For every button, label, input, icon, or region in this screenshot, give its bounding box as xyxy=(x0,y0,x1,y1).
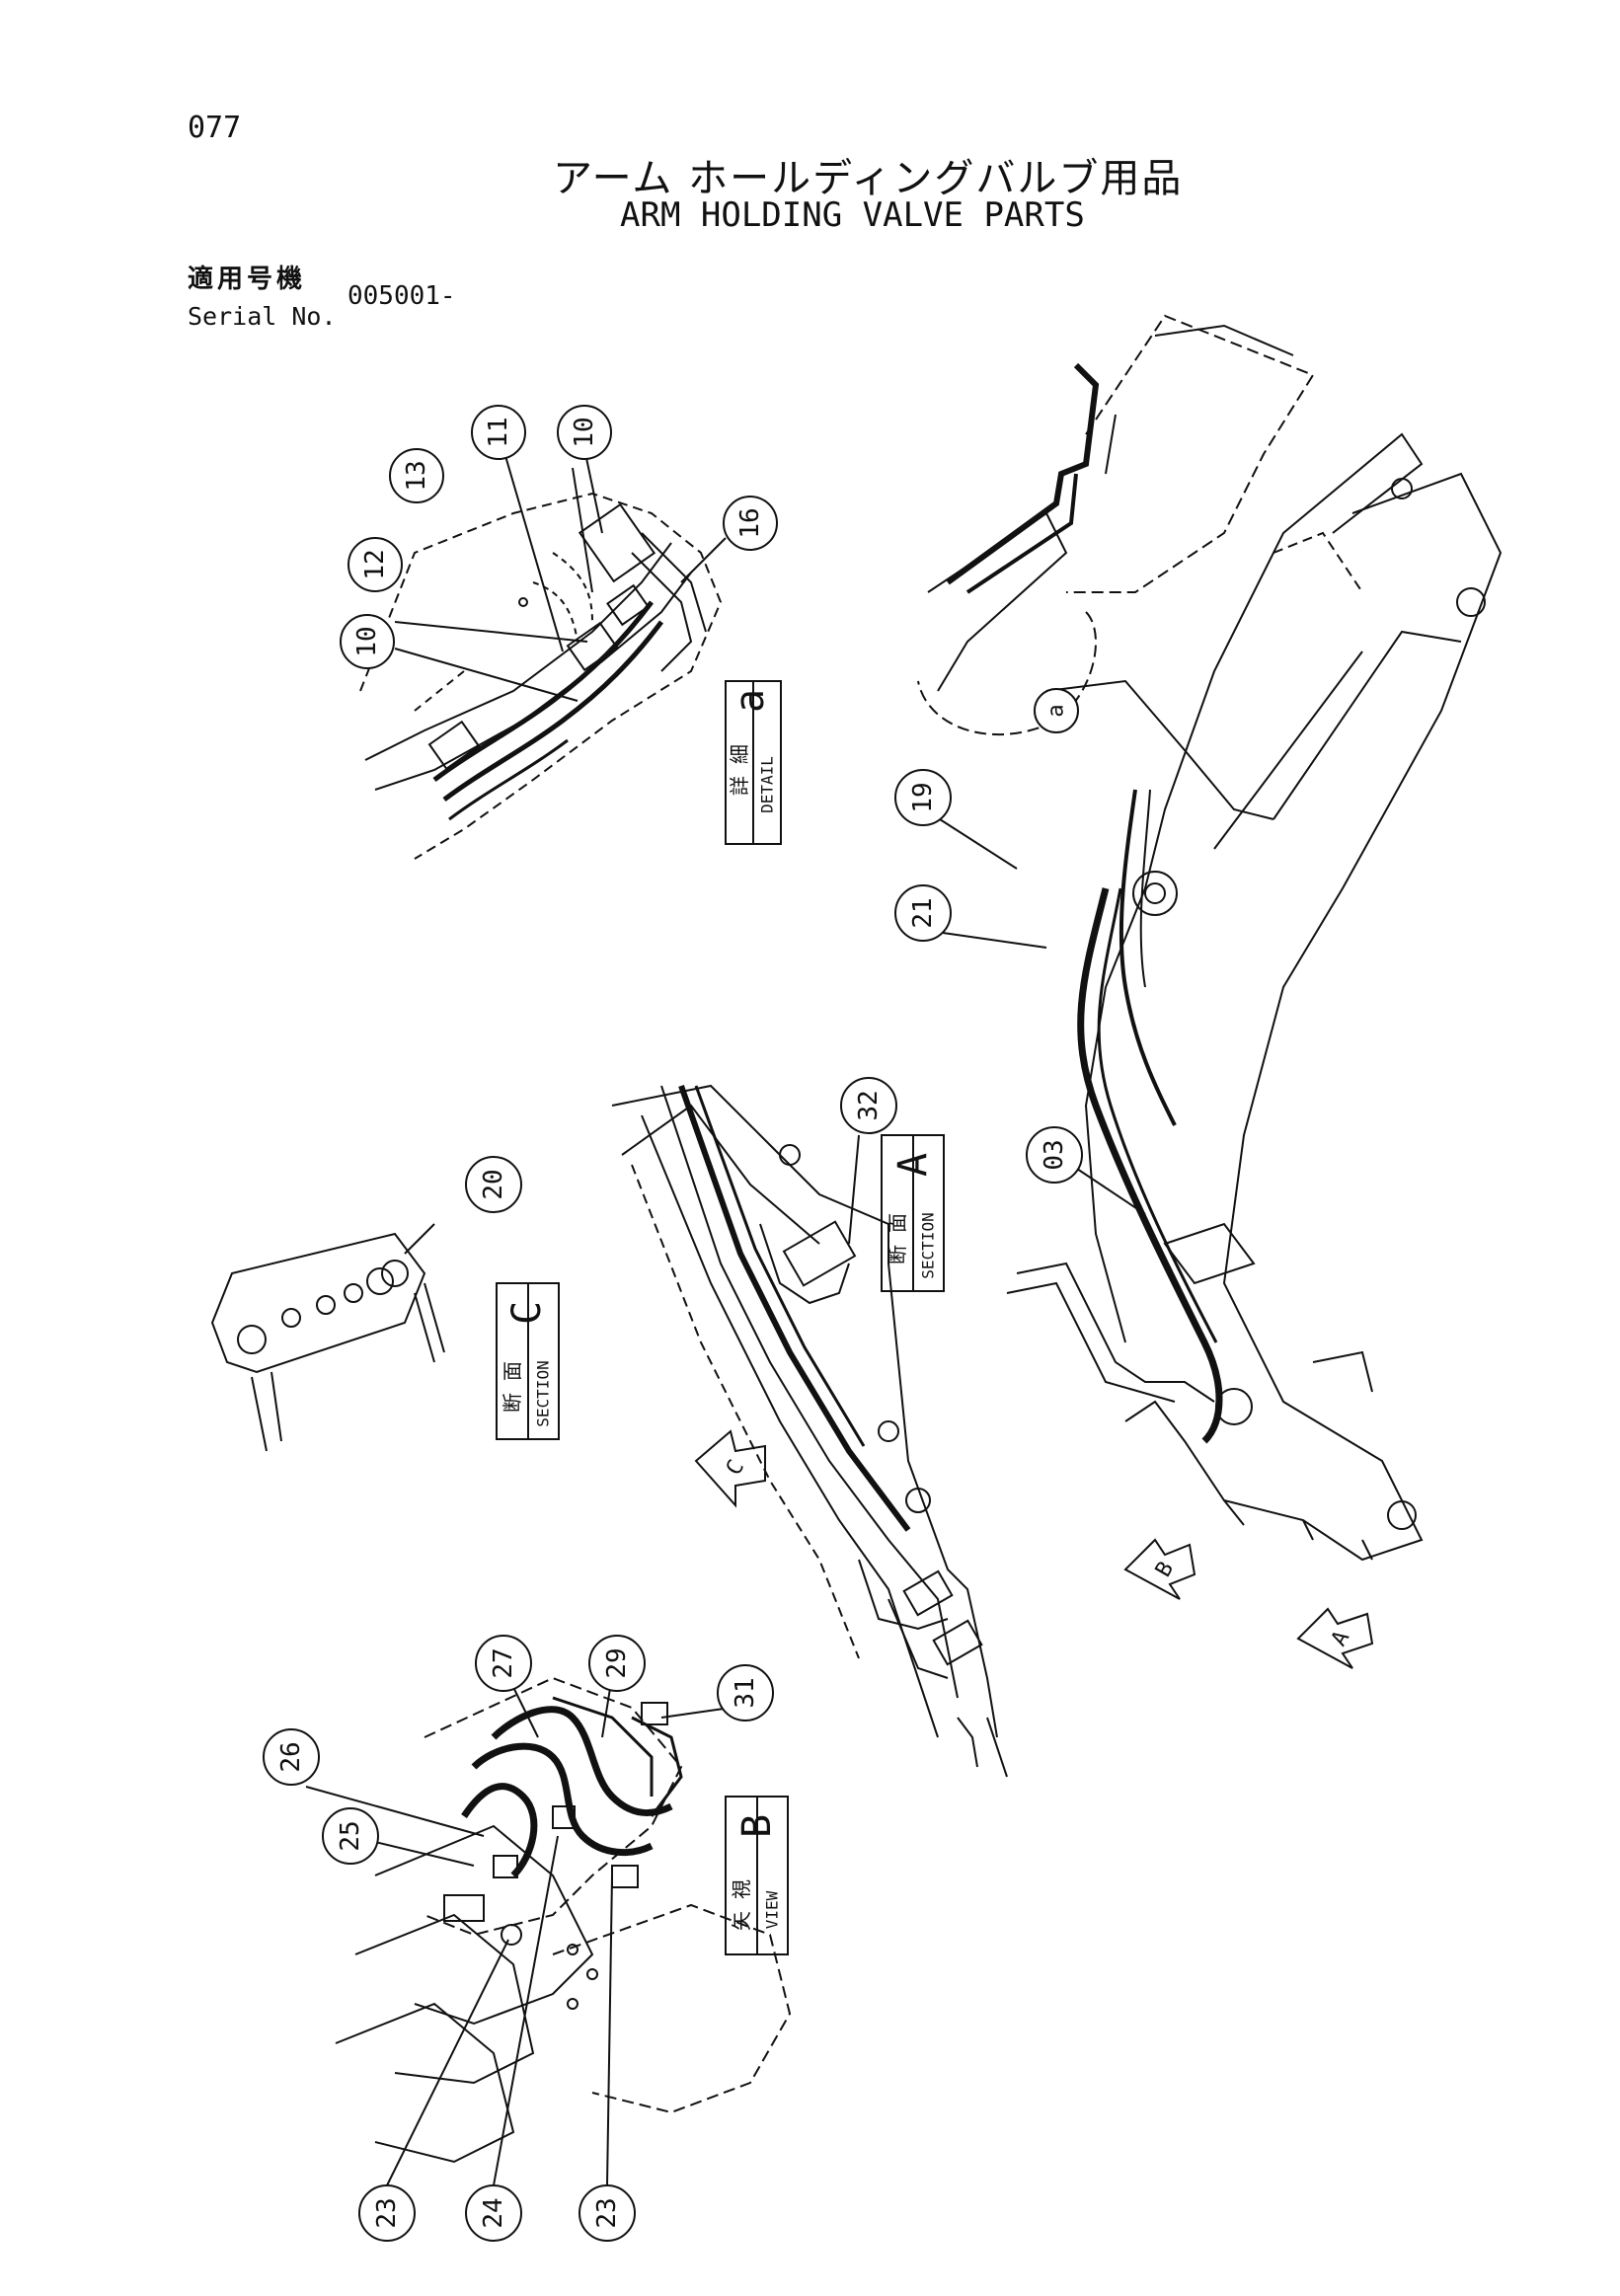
view-label-section-c: 断 面 SECTION C xyxy=(501,1301,553,1427)
callout-circle xyxy=(465,2184,522,2242)
callout-number: 19 xyxy=(908,782,938,812)
main-arm-drawing xyxy=(939,432,1503,1562)
title-english: ARM HOLDING VALVE PARTS xyxy=(620,195,1085,235)
view-label-en: DETAIL xyxy=(758,756,777,813)
callout-number: a xyxy=(1044,704,1069,717)
callout-number: 13 xyxy=(402,460,431,491)
callout-circle xyxy=(322,1807,379,1865)
callout-03: 03 xyxy=(1026,1126,1083,1184)
callout-number: 29 xyxy=(602,1647,632,1678)
callout-27: 27 xyxy=(475,1635,532,1692)
view-label-en: SECTION xyxy=(919,1212,938,1278)
callout-circle xyxy=(894,769,952,826)
callout-number: 23 xyxy=(372,2197,402,2228)
arrow-c-shape xyxy=(694,1429,766,1508)
callout-16: 16 xyxy=(723,496,778,551)
callout-10b: 10 xyxy=(340,614,395,669)
callout-12: 12 xyxy=(347,537,403,592)
callout-26: 26 xyxy=(263,1728,320,1786)
view-arrow-b-letter: B xyxy=(1151,1558,1179,1581)
view-b-drawing xyxy=(305,1672,792,2186)
callout-number: 16 xyxy=(735,507,765,538)
callout-circle xyxy=(1034,688,1079,733)
detail-a-drawing xyxy=(359,431,727,860)
page-number: 077 xyxy=(188,111,242,145)
callout-circle xyxy=(1026,1126,1083,1184)
label-frames xyxy=(496,680,945,1955)
callout-circle xyxy=(465,1156,522,1213)
callout-number: 11 xyxy=(484,417,513,447)
view-label-view-b: 矢 視 VIEW B xyxy=(730,1814,782,1931)
view-label-letter: B xyxy=(734,1814,780,1838)
callout-circle xyxy=(717,1664,774,1722)
callout-circle xyxy=(475,1635,532,1692)
view-arrow-a-letter: A xyxy=(1327,1627,1354,1650)
callout-circle xyxy=(557,405,612,460)
callout-number: 10 xyxy=(352,626,382,656)
callout-number: 12 xyxy=(360,549,390,579)
callout-25: 25 xyxy=(322,1807,379,1865)
callout-13: 13 xyxy=(389,448,444,503)
arrow-b-shape xyxy=(1123,1538,1196,1600)
view-label-en: VIEW xyxy=(763,1890,782,1929)
callout-21: 21 xyxy=(894,884,952,942)
callout-circle xyxy=(723,496,778,551)
callout-circle xyxy=(471,405,526,460)
view-label-detail-a: 詳 細 DETAIL a xyxy=(728,689,777,813)
callout-number: 20 xyxy=(479,1169,508,1199)
serial-number-value: 005001- xyxy=(347,281,456,311)
view-label-jp: 矢 視 xyxy=(730,1879,753,1931)
callout-19: 19 xyxy=(894,769,952,826)
callout-circle xyxy=(358,2184,416,2242)
serial-label-japanese: 適用号機 xyxy=(188,265,307,294)
title-japanese: アーム ホールディングバルブ用品 xyxy=(553,156,1184,201)
callout-circle xyxy=(340,614,395,669)
main-arm-detail-region xyxy=(917,314,1315,735)
callout-circle xyxy=(579,2184,636,2242)
callout-number: 25 xyxy=(336,1820,365,1851)
view-label-letter: a xyxy=(728,689,773,713)
callout-number: 10 xyxy=(570,417,599,447)
callout-number: 26 xyxy=(276,1741,306,1772)
callout-32: 32 xyxy=(840,1077,897,1134)
callout-circle xyxy=(894,884,952,942)
view-label-jp: 断 面 xyxy=(501,1361,524,1413)
callout-number: 24 xyxy=(479,2197,508,2228)
callout-circle xyxy=(389,448,444,503)
callout-23b: 23 xyxy=(579,2184,636,2242)
callout-31: 31 xyxy=(717,1664,774,1722)
callout-24: 24 xyxy=(465,2184,522,2242)
callout-number: 31 xyxy=(731,1677,760,1708)
arrow-a-shape xyxy=(1296,1607,1374,1669)
callout-29: 29 xyxy=(588,1635,646,1692)
callout-a: a xyxy=(1034,688,1079,733)
callout-number: 27 xyxy=(489,1647,518,1678)
callout-number: 03 xyxy=(1040,1139,1069,1170)
callout-11: 11 xyxy=(471,405,526,460)
callout-circle xyxy=(263,1728,320,1786)
view-label-section-a: 断 面 SECTION A xyxy=(886,1153,938,1279)
serial-label-english: Serial No. xyxy=(188,302,337,331)
view-label-letter: A xyxy=(890,1153,936,1177)
callout-circle xyxy=(840,1077,897,1134)
callout-circle xyxy=(347,537,403,592)
section-c-drawing xyxy=(210,1223,445,1452)
callout-number: 32 xyxy=(854,1090,884,1120)
section-a-drawing xyxy=(611,1084,1008,1778)
view-label-en: SECTION xyxy=(534,1360,553,1426)
callout-10a: 10 xyxy=(557,405,612,460)
callout-20: 20 xyxy=(465,1156,522,1213)
view-label-jp: 断 面 xyxy=(886,1213,909,1264)
callout-23a: 23 xyxy=(358,2184,416,2242)
view-label-jp: 詳 細 xyxy=(728,744,751,796)
view-label-letter: C xyxy=(504,1301,550,1325)
callout-number: 23 xyxy=(592,2197,622,2228)
view-label-group: 詳 細 DETAIL a 断 面 SECTION A 断 面 SECTION C 矢 視 VIEW B xyxy=(501,689,938,1931)
callout-circle xyxy=(588,1635,646,1692)
callout-group: 11 10 13 16 12 10 19 21 32 20 03 27 29 31 26 25 23 24 23 a xyxy=(263,405,1083,2242)
callout-number: 21 xyxy=(908,897,938,928)
view-arrow-c-letter: C xyxy=(722,1456,749,1480)
